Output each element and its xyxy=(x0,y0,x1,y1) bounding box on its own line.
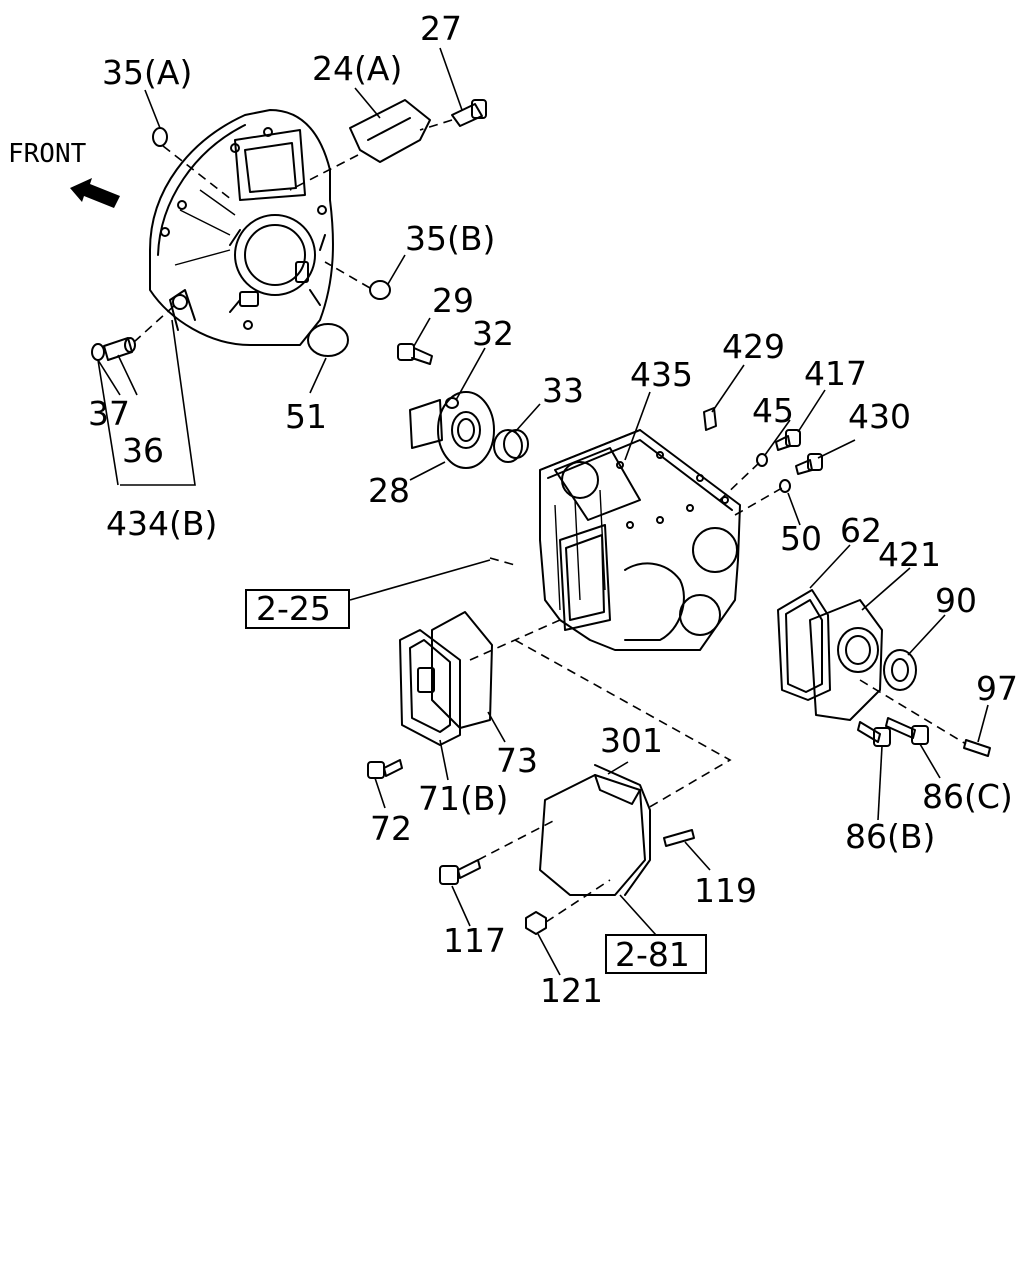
label-50: 50 xyxy=(780,519,822,558)
part-430-bolt xyxy=(795,453,823,475)
label-73: 73 xyxy=(496,741,538,780)
part-28-retainer xyxy=(409,391,495,469)
part-62-gasket xyxy=(777,589,831,701)
label-417: 417 xyxy=(804,354,867,393)
label-36: 36 xyxy=(122,431,164,470)
part-119-stud xyxy=(663,829,695,847)
label-28: 28 xyxy=(368,471,410,510)
label-301: 301 xyxy=(600,721,663,760)
part-429-dowel xyxy=(703,407,717,431)
label-27: 27 xyxy=(420,9,462,48)
part-33-seal xyxy=(493,429,529,463)
label-45: 45 xyxy=(752,391,794,430)
label-51: 51 xyxy=(285,397,327,436)
part-labels: 27 35(A) 24(A) 35(B) 29 32 33 37 36 434(… xyxy=(88,9,1018,1010)
label-430: 430 xyxy=(848,397,911,436)
reference-2-81[interactable]: 2-81 xyxy=(605,934,707,974)
part-435-transmission-case xyxy=(539,429,741,651)
front-label: FRONT xyxy=(8,139,87,169)
part-421-cover xyxy=(809,599,883,721)
front-indicator: FRONT xyxy=(8,139,120,208)
label-435: 435 xyxy=(630,355,693,394)
reference-2-25-label: 2-25 xyxy=(256,589,331,628)
clutch-housing xyxy=(149,109,334,346)
part-72-bolt xyxy=(367,759,403,779)
part-50-oring xyxy=(779,479,791,493)
part-117-bolt xyxy=(439,859,481,885)
label-117: 117 xyxy=(443,921,506,960)
part-417-bolt xyxy=(775,429,801,451)
label-119: 119 xyxy=(694,871,757,910)
label-421: 421 xyxy=(878,535,941,574)
leader-lines xyxy=(97,47,989,976)
label-33: 33 xyxy=(542,371,584,410)
label-29: 29 xyxy=(432,281,474,320)
part-29-bolt xyxy=(397,343,433,365)
label-97: 97 xyxy=(976,669,1018,708)
part-35b-bushing xyxy=(369,280,391,300)
part-97-stud xyxy=(963,739,991,757)
part-86c-bolt xyxy=(885,717,929,745)
part-24a-bracket xyxy=(349,99,431,163)
label-35b: 35(B) xyxy=(405,219,495,258)
front-arrow-icon xyxy=(70,178,120,208)
label-32: 32 xyxy=(472,314,514,353)
label-121: 121 xyxy=(540,971,603,1010)
part-45-oring xyxy=(756,453,768,467)
part-51-cap xyxy=(307,323,349,357)
label-62: 62 xyxy=(840,511,882,550)
part-27-bolt xyxy=(451,99,487,127)
label-434b: 434(B) xyxy=(106,504,217,543)
label-429: 429 xyxy=(722,327,785,366)
reference-2-81-label: 2-81 xyxy=(615,935,690,974)
label-86c: 86(C) xyxy=(922,777,1013,816)
part-35a-bushing xyxy=(152,127,168,147)
label-86b: 86(B) xyxy=(845,817,935,856)
label-24a: 24(A) xyxy=(312,49,402,88)
part-73-gasket xyxy=(431,611,493,729)
reference-2-81-box xyxy=(605,934,707,974)
part-71b-cover xyxy=(399,629,461,746)
reference-2-25[interactable]: 2-25 xyxy=(245,589,350,629)
label-35a: 35(A) xyxy=(102,53,192,92)
label-37: 37 xyxy=(88,394,130,433)
reference-2-25-box xyxy=(245,589,350,629)
label-72: 72 xyxy=(370,809,412,848)
label-71b: 71(B) xyxy=(418,779,508,818)
part-36-37-pins xyxy=(91,337,136,361)
part-301-cover xyxy=(539,764,651,896)
label-90: 90 xyxy=(935,581,977,620)
part-90-seal xyxy=(883,649,917,691)
part-121-nut xyxy=(525,911,547,935)
